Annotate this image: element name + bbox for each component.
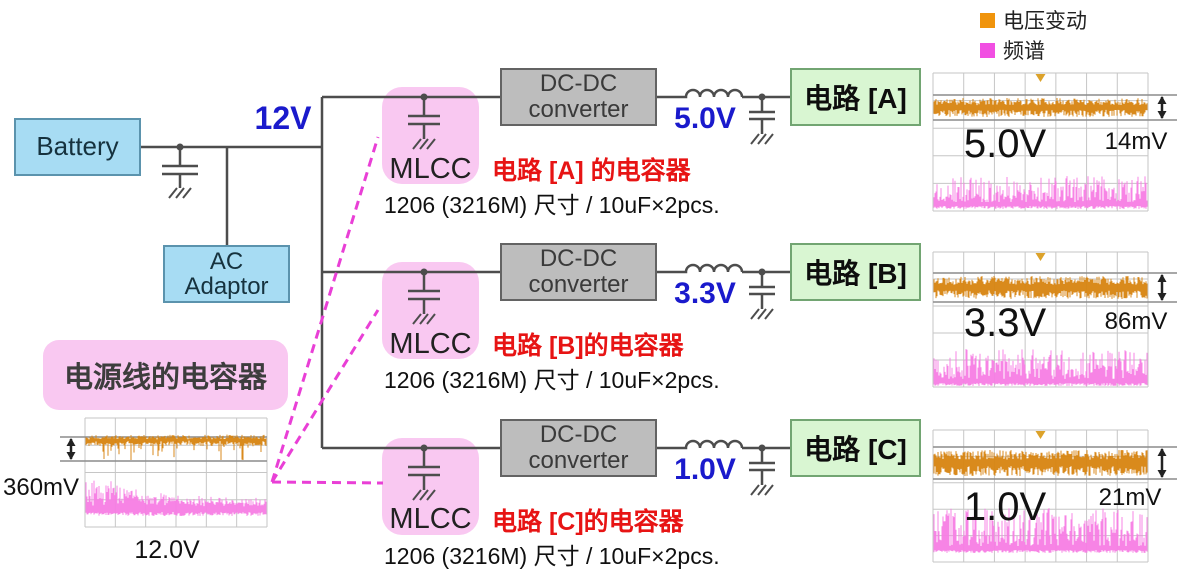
- scope-a-ripple: 14mV: [1104, 128, 1168, 155]
- dcdc-converter-label-a: DC-DC converter: [528, 69, 629, 123]
- dcdc-converter-box-c: DC-DC converter: [500, 419, 657, 477]
- cap-title-b: 电路 [B]的电容器: [492, 332, 684, 360]
- cap-spec-c: 1206 (3216M) 尺寸 / 10uF×2pcs.: [384, 543, 720, 569]
- cap-title-a: 电路 [A] 的电容器: [492, 157, 691, 185]
- power-line-capacitor-title: 电源线的电容器: [63, 362, 267, 394]
- power-line-capacitor-title-box: 电源线的电容器: [43, 340, 288, 410]
- pink-swatch-icon: [980, 42, 995, 58]
- mlcc-label-c: MLCC: [389, 503, 472, 535]
- rail-voltage-b: 3.3V: [674, 277, 736, 310]
- circuit-label-b: 电路 [B]: [804, 258, 907, 289]
- cap-spec-a: 1206 (3216M) 尺寸 / 10uF×2pcs.: [384, 192, 720, 218]
- dcdc-converter-box-a: DC-DC converter: [500, 68, 657, 126]
- scope-b-ripple: 86mV: [1104, 308, 1168, 335]
- rail-voltage-a: 5.0V: [674, 102, 736, 135]
- dcdc-converter-box-b: DC-DC converter: [500, 243, 657, 301]
- cap-spec-b: 1206 (3216M) 尺寸 / 10uF×2pcs.: [384, 367, 720, 393]
- cap-title-c: 电路 [C]的电容器: [492, 508, 684, 536]
- circuit-box-c: 电路 [C]: [790, 419, 921, 477]
- oscilloscope-input-12v: [85, 418, 267, 527]
- legend-item-spectrum: 频谱: [980, 35, 1087, 65]
- mlcc-label-b: MLCC: [389, 328, 472, 360]
- bus-voltage-label: 12V: [254, 100, 312, 136]
- circuit-box-a: 电路 [A]: [790, 68, 921, 126]
- circuit-label-a: 电路 [A]: [804, 83, 907, 114]
- legend: 电压变动 频谱: [980, 5, 1087, 65]
- scope-c-ripple: 21mV: [1098, 484, 1162, 511]
- circuit-label-c: 电路 [C]: [804, 434, 907, 465]
- battery-label: Battery: [36, 131, 119, 162]
- input-scope-ripple: 360mV: [3, 474, 80, 501]
- dcdc-converter-label-c: DC-DC converter: [528, 420, 629, 474]
- orange-swatch-icon: [980, 12, 995, 28]
- ac-adaptor-box: AC Adaptor: [163, 245, 290, 303]
- battery-box: Battery: [14, 118, 141, 176]
- dcdc-converter-label-b: DC-DC converter: [528, 244, 629, 298]
- input-scope-voltage: 12.0V: [134, 536, 200, 564]
- ac-adaptor-label: AC Adaptor: [184, 247, 269, 300]
- legend-label-spectrum: 频谱: [1003, 40, 1045, 63]
- mlcc-label-a: MLCC: [389, 153, 472, 185]
- legend-label-voltage-variation: 电压变动: [1003, 10, 1087, 33]
- legend-item-voltage-variation: 电压变动: [980, 5, 1087, 35]
- scope-b-voltage: 3.3V: [963, 301, 1047, 345]
- rail-voltage-c: 1.0V: [674, 453, 736, 486]
- circuit-box-b: 电路 [B]: [790, 243, 921, 301]
- scope-c-voltage: 1.0V: [963, 485, 1047, 529]
- scope-a-voltage: 5.0V: [963, 122, 1047, 166]
